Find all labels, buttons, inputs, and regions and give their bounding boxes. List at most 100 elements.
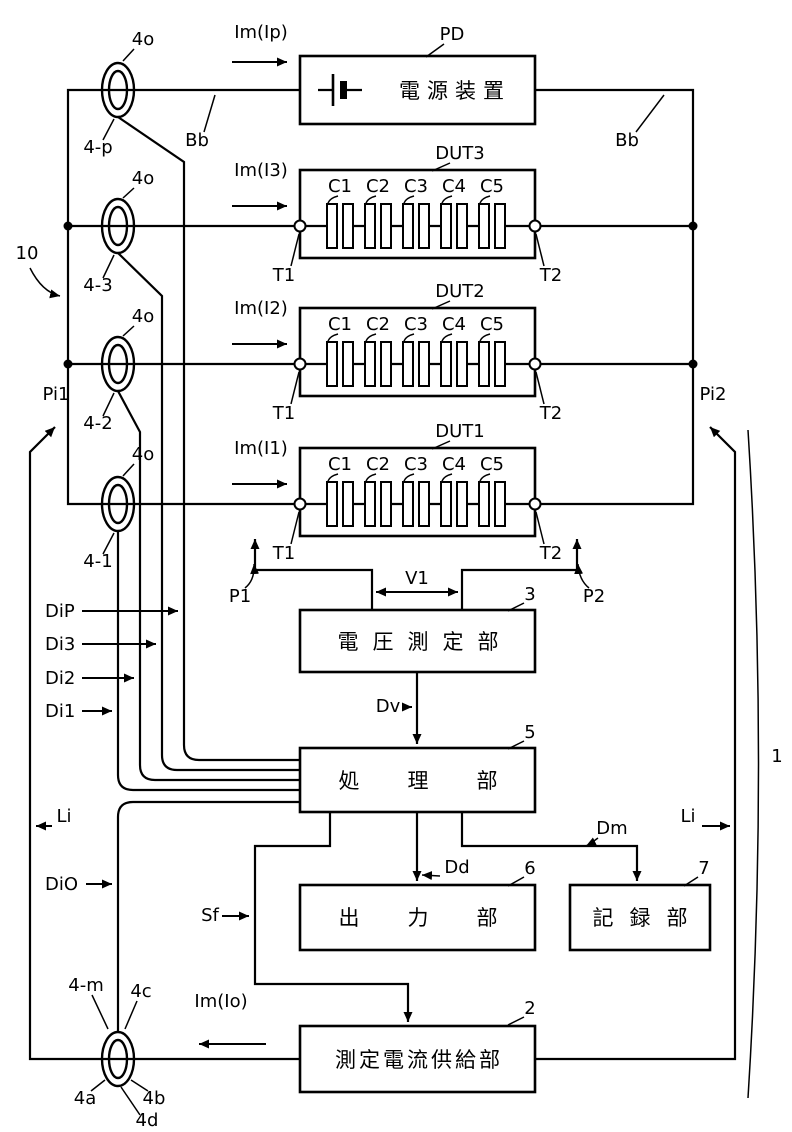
dut3-block: C1 C2 C3 C4 C5 T1 T2 DUT3 Im(I3) bbox=[232, 143, 562, 286]
dut1-ref: DUT1 bbox=[435, 421, 484, 442]
terminal-t2 bbox=[528, 357, 542, 371]
current-supply-box bbox=[298, 1024, 537, 1094]
system-ref: 10 bbox=[16, 243, 39, 264]
cap-label: C4 bbox=[442, 454, 466, 475]
recorder-ref: 7 bbox=[698, 858, 709, 879]
di3-line bbox=[117, 252, 300, 772]
cap-label: C2 bbox=[366, 454, 390, 475]
t2-label: T2 bbox=[539, 403, 562, 424]
di1-line bbox=[116, 531, 300, 792]
t1-label: T1 bbox=[272, 543, 295, 564]
junction-dot bbox=[688, 359, 698, 369]
sensor-4p bbox=[100, 61, 136, 119]
sensor-4-1-ref: 4-1 bbox=[83, 551, 112, 572]
sensor-4-3-ref: 4-3 bbox=[83, 275, 112, 296]
im-i1-label: Im(I1) bbox=[234, 438, 288, 459]
dip-line bbox=[117, 116, 300, 762]
voltage-meter-box bbox=[298, 608, 537, 674]
junction-dot bbox=[63, 359, 73, 369]
power-supply-ref-leader bbox=[425, 43, 445, 58]
dio-label: DiO bbox=[45, 874, 78, 895]
loop-wire-right bbox=[535, 426, 737, 1061]
li-label-left: Li bbox=[56, 806, 71, 827]
dd-pointer bbox=[421, 871, 441, 881]
output-ref: 6 bbox=[524, 858, 535, 879]
processor-title: 処理部 bbox=[339, 769, 546, 793]
current-sensors: 4o 4o 4o 4o 4-p 4-3 4-2 4-1 4-m 4c 4a 4b… bbox=[68, 29, 165, 1131]
dm-pointer bbox=[585, 837, 599, 847]
sf-line bbox=[253, 812, 413, 1022]
sensor-4-m bbox=[100, 1030, 136, 1088]
cap-label: C1 bbox=[328, 454, 352, 475]
sf-label: Sf bbox=[201, 905, 219, 926]
reference-labels: 10 Pi1 Pi2 Li Li 1 bbox=[16, 243, 783, 1099]
sensor-type-label: 4o bbox=[132, 29, 154, 50]
sensor-4p-ref: 4-p bbox=[83, 137, 112, 158]
capacitor-label-leaders bbox=[327, 195, 491, 204]
im-i3-label: Im(I3) bbox=[234, 160, 288, 181]
cap-label: C2 bbox=[366, 314, 390, 335]
sensor-part-a: 4a bbox=[74, 1088, 96, 1109]
cap-label: C5 bbox=[480, 314, 504, 335]
cap-label: C1 bbox=[328, 314, 352, 335]
dv-label: Dv bbox=[376, 696, 401, 717]
cap-label: C4 bbox=[442, 176, 466, 197]
im-io-label: Im(Io) bbox=[194, 991, 247, 1012]
p2-label: P2 bbox=[583, 586, 605, 607]
cap-label: C4 bbox=[442, 314, 466, 335]
sensor-type-label: 4o bbox=[132, 444, 154, 465]
pi1-label: Pi1 bbox=[43, 384, 70, 405]
dut1-block: C1 C2 C3 C4 C5 T1 T2 DUT1 Im(I1) bbox=[232, 421, 562, 564]
sensor-4-1 bbox=[100, 475, 136, 533]
capacitor-plates bbox=[326, 203, 506, 249]
current-supply-block: 測定電流供給部 2 Im(Io) bbox=[194, 991, 537, 1094]
sensor-4-2-ref: 4-2 bbox=[83, 413, 112, 434]
recorder-title: 記録部 bbox=[593, 906, 704, 930]
sensor-type-label: 4o bbox=[132, 168, 154, 189]
sensor-4-3 bbox=[100, 197, 136, 255]
voltage-meter-ref: 3 bbox=[524, 584, 535, 605]
sensor-signal-lines bbox=[116, 116, 300, 1032]
im-ip-label: Im(Ip) bbox=[234, 22, 288, 43]
dm-line bbox=[460, 812, 642, 881]
sensor-part-b: 4b bbox=[143, 1088, 166, 1109]
power-supply-block: 電源装置 PD Im(Ip) Bb Bb bbox=[185, 22, 665, 151]
t1-label: T1 bbox=[272, 265, 295, 286]
junction-dot bbox=[63, 221, 73, 231]
recorder-box bbox=[568, 883, 712, 952]
power-supply-box bbox=[298, 54, 537, 126]
capacitor-label-leaders bbox=[327, 333, 491, 342]
t2-label: T2 bbox=[539, 543, 562, 564]
apparatus-brace bbox=[747, 429, 760, 1099]
terminal-t2 bbox=[528, 219, 542, 233]
sensor-type-label: 4o bbox=[132, 306, 154, 327]
dut2-ref: DUT2 bbox=[435, 281, 484, 302]
recorder-block: 記録部 7 bbox=[568, 858, 712, 952]
di2-label: Di2 bbox=[45, 668, 75, 689]
dd-label: Dd bbox=[444, 857, 469, 878]
cap-label: C3 bbox=[404, 454, 428, 475]
li-label-right: Li bbox=[680, 806, 695, 827]
di3-label: Di3 bbox=[45, 634, 75, 655]
capacitor-label-leaders bbox=[327, 473, 491, 482]
cap-label: C3 bbox=[404, 176, 428, 197]
bb-right-leader bbox=[635, 94, 665, 133]
apparatus-ref: 1 bbox=[771, 746, 782, 767]
cap-label: C2 bbox=[366, 176, 390, 197]
cap-label: C1 bbox=[328, 176, 352, 197]
v1-label: V1 bbox=[405, 568, 429, 589]
t1-label: T1 bbox=[272, 403, 295, 424]
terminal-t1 bbox=[293, 219, 307, 233]
dio-line bbox=[116, 800, 300, 1032]
im-i2-label: Im(I2) bbox=[234, 298, 288, 319]
capacitor-plates bbox=[326, 341, 506, 387]
capacitor-plates bbox=[326, 481, 506, 527]
processor-block: 処理部 5 DiP Di3 Di2 Di1 DiO Dd Dm Sf bbox=[45, 601, 628, 926]
processor-box bbox=[298, 746, 537, 814]
current-supply-title: 測定電流供給部 bbox=[335, 1048, 503, 1072]
sensor-part-c: 4c bbox=[130, 981, 151, 1002]
voltage-meter-title: 電圧測定部 bbox=[338, 630, 513, 654]
bb-label-right: Bb bbox=[615, 130, 639, 151]
dut3-ref: DUT3 bbox=[435, 143, 484, 164]
